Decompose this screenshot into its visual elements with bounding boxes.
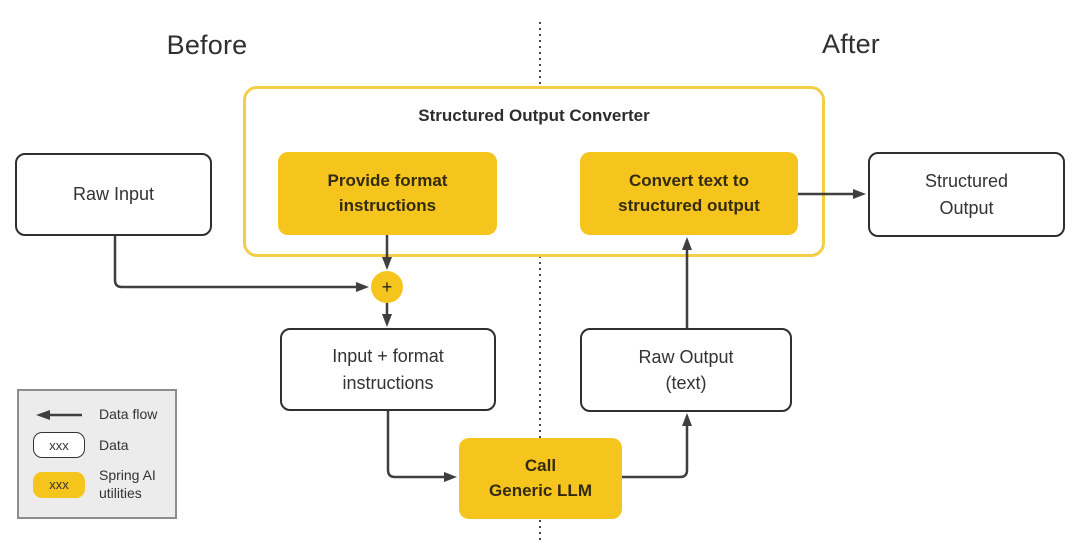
node-provide-format-instructions: Provide format instructions <box>278 152 497 235</box>
converter-title: Structured Output Converter <box>418 106 650 125</box>
legend-spring-ai-utilities-label: Spring AI utilities <box>99 467 156 501</box>
after-label: After <box>821 29 881 59</box>
data-chip-icon: xxx <box>31 432 87 459</box>
legend-row-data-flow: Data flow <box>31 406 163 424</box>
legend-data-flow-label: Data flow <box>99 405 158 422</box>
arrow-call-llm-to-raw-output <box>622 413 692 479</box>
node-raw-input: Raw Input <box>15 153 212 236</box>
spring-ai-chip-icon: xxx <box>31 471 87 498</box>
node-raw-output-text: Raw Output (text) <box>580 328 792 412</box>
merge-plus-node: + <box>371 271 403 303</box>
node-input-format-instructions: Input + format instructions <box>280 328 496 411</box>
legend-row-spring-ai-utilities: xxx Spring AI utilities <box>31 467 163 502</box>
legend: Data flow xxx Data xxx Spring AI utiliti… <box>17 389 177 519</box>
spring-ai-chip-sample: xxx <box>33 471 85 498</box>
node-call-generic-llm: Call Generic LLM <box>459 438 622 519</box>
data-chip-sample: xxx <box>33 432 85 459</box>
data-flow-arrow-icon <box>31 407 87 423</box>
plus-icon: + <box>381 277 393 297</box>
before-label: Before <box>166 30 248 60</box>
node-structured-output: Structured Output <box>868 152 1065 237</box>
legend-data-label: Data <box>99 436 129 453</box>
legend-row-data: xxx Data <box>31 432 163 459</box>
before-after-divider-line <box>539 22 541 540</box>
node-convert-text-to-structured-output: Convert text to structured output <box>580 152 798 235</box>
arrow-input-format-to-call-llm <box>386 411 457 482</box>
